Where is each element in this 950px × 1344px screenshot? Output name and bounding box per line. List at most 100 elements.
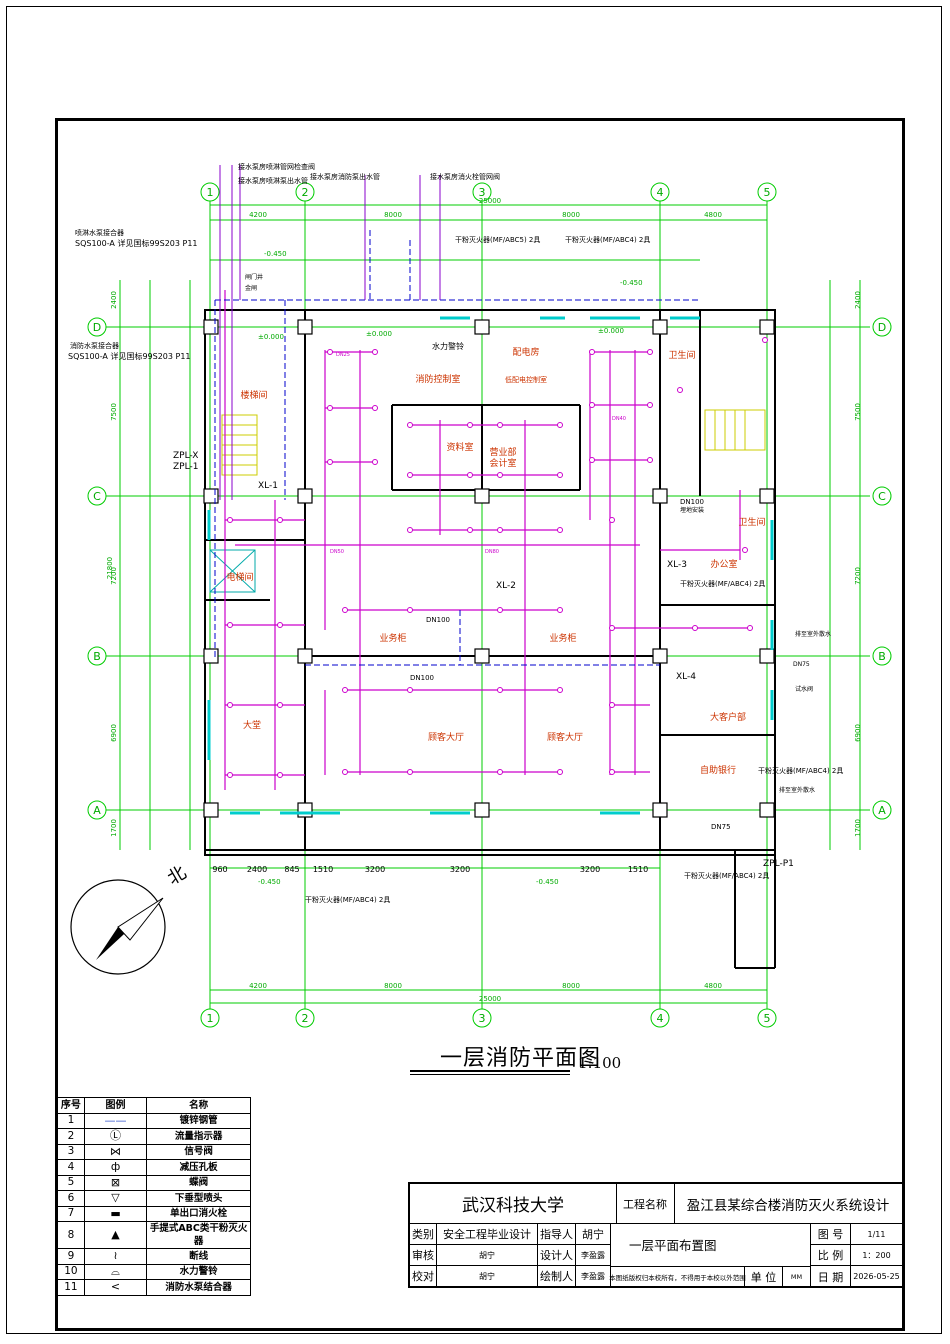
legend-no: 4 bbox=[57, 1159, 85, 1176]
dim-right: 7500 bbox=[854, 403, 862, 421]
orifice-plate-icon: ф bbox=[110, 1160, 121, 1174]
hydrant-pipes bbox=[214, 230, 700, 666]
legend-name: 流量指示器 bbox=[146, 1128, 251, 1145]
drawing-name: 一层平面布置图 bbox=[629, 1237, 717, 1253]
extinguisher-note: 干粉灭火器(MF/ABC5) 2具 bbox=[455, 235, 540, 244]
dim-bottom: 4800 bbox=[704, 982, 722, 990]
legend-name: 消防水泵结合器 bbox=[146, 1279, 251, 1296]
copyright-note: 本图纸版权归本校所有，不得用于本校以外范围 bbox=[609, 1273, 746, 1282]
checker-value: 胡宁 bbox=[479, 1271, 495, 1281]
elevator-shaft bbox=[209, 549, 256, 593]
legend-no: 3 bbox=[57, 1143, 85, 1160]
gate-note: 闸门井 bbox=[245, 273, 263, 281]
legend-row: 6▽下垂型喷头 bbox=[57, 1190, 251, 1207]
axis-label: B bbox=[878, 650, 886, 663]
axis-label: 2 bbox=[302, 1012, 309, 1025]
drawing-title: 一层消防平面图 bbox=[440, 1046, 602, 1071]
legend-header: 序号 图例 名称 bbox=[57, 1097, 251, 1114]
axis-bubbles bbox=[87, 182, 892, 1028]
legend-no: 8 bbox=[57, 1221, 85, 1249]
room-label: 顾客大厅 bbox=[547, 731, 583, 743]
columns bbox=[203, 319, 775, 818]
outer-border bbox=[6, 6, 942, 1334]
category-label: 类别 bbox=[412, 1228, 434, 1241]
axis-label: 3 bbox=[479, 1012, 486, 1025]
pipe-size: DN75 bbox=[793, 661, 810, 668]
axis-labels: 1 2 3 4 5 1 2 3 4 5 D C B A D C B A bbox=[93, 186, 886, 1025]
axis-label: C bbox=[93, 490, 101, 503]
legend-row: 9≀断线 bbox=[57, 1248, 251, 1265]
legend-row: 4 ф 减压孔板 bbox=[57, 1159, 251, 1176]
room-label: 办公室 bbox=[710, 558, 737, 570]
extinguisher-note: 干粉灭火器(MF/ABC4) 2具 bbox=[680, 579, 765, 588]
project-label: 工程名称 bbox=[623, 1197, 667, 1211]
elevation: -0.450 bbox=[620, 279, 643, 287]
axis-label: 1 bbox=[207, 186, 214, 199]
pipe-size: DN40 bbox=[612, 416, 626, 422]
axis-label: 4 bbox=[657, 186, 664, 199]
dim-left: 2400 bbox=[110, 291, 118, 309]
legend-name: 减压孔板 bbox=[146, 1159, 251, 1176]
connector-note: 消防水泵接合器 bbox=[70, 341, 119, 350]
room-label: 卫生间 bbox=[668, 349, 695, 361]
dim-detail: 960 bbox=[212, 865, 227, 874]
pipe-size: DN100 bbox=[426, 616, 450, 624]
check-label: 校对 bbox=[412, 1270, 434, 1283]
pipe-size: DN100 bbox=[410, 674, 434, 682]
dim-top: 8000 bbox=[384, 211, 402, 219]
stairs bbox=[221, 409, 766, 476]
title-underline bbox=[410, 1074, 570, 1075]
gate-note: 金闸 bbox=[245, 284, 257, 292]
elevation: -0.450 bbox=[264, 250, 287, 258]
axis-label: A bbox=[878, 804, 886, 817]
inner-border bbox=[55, 118, 905, 1331]
room-label: 业务柜 bbox=[549, 632, 576, 644]
room-label: 电梯间 bbox=[226, 571, 253, 583]
legend-row: 1——镀锌钢管 bbox=[57, 1112, 251, 1129]
legend-name: 水力警铃 bbox=[146, 1263, 251, 1280]
legend-name: 信号阀 bbox=[146, 1143, 251, 1160]
room-label: 自助银行 bbox=[700, 764, 736, 776]
dim-left: 7200 bbox=[110, 567, 118, 585]
dim-right: 7200 bbox=[854, 567, 862, 585]
sprinkler-pipes bbox=[224, 290, 750, 790]
connector-spec: SQS100-A 详见国标99S203 P11 bbox=[68, 351, 191, 361]
riser-label: XL-3 bbox=[667, 560, 687, 570]
legend-row: 5⊠蝶阀 bbox=[57, 1174, 251, 1191]
dim-bottom: 4200 bbox=[249, 982, 267, 990]
date-label: 日 期 bbox=[817, 1270, 844, 1284]
axis-label: 4 bbox=[657, 1012, 664, 1025]
extinguisher-note: 干粉灭火器(MF/ABC4) 2具 bbox=[305, 895, 390, 904]
axis-label: B bbox=[93, 650, 101, 663]
north-arrow-icon bbox=[70, 879, 166, 975]
room-label: 楼梯间 bbox=[240, 389, 267, 401]
riser-label: XL-2 bbox=[496, 581, 516, 591]
pump-note: 接水泵房消防泵出水管 bbox=[310, 172, 380, 181]
school-name: 武汉科技大学 bbox=[462, 1196, 564, 1216]
connector-note: 喷淋水泵接合器 bbox=[75, 228, 124, 237]
axis-label: 2 bbox=[302, 186, 309, 199]
dim-total-top: 25000 bbox=[479, 197, 501, 205]
legend-no: 10 bbox=[57, 1263, 85, 1280]
riser-label: ZPL-1 bbox=[173, 462, 198, 472]
pump-note: 接水泵房喷淋管网检查阀 bbox=[238, 162, 315, 171]
room-label: 低配电控制室 bbox=[505, 375, 547, 384]
advisor-value: 胡宁 bbox=[582, 1228, 604, 1241]
designer-label: 设计人 bbox=[540, 1249, 573, 1262]
dim-top: 4800 bbox=[704, 211, 722, 219]
annotation-labels: 接水泵房喷淋管网检查阀 接水泵房喷淋泵出水管 接水泵房消防泵出水管 接水泵房消火… bbox=[68, 162, 843, 904]
room-label: 资料室 bbox=[446, 441, 473, 453]
axis-label: D bbox=[878, 321, 886, 334]
legend-no: 6 bbox=[57, 1190, 85, 1207]
legend-no: 7 bbox=[57, 1205, 85, 1222]
dim-detail: 2400 bbox=[247, 865, 267, 874]
legend-name: 蝶阀 bbox=[146, 1174, 251, 1191]
legend-header-cell: 序号 bbox=[57, 1097, 85, 1114]
scale-value: 1：200 bbox=[862, 1250, 891, 1260]
axis-label: 5 bbox=[764, 1012, 771, 1025]
axis-label: C bbox=[878, 490, 886, 503]
riser-label: ZPL-P1 bbox=[763, 859, 794, 869]
drafter-value: 李盈露 bbox=[581, 1271, 605, 1281]
